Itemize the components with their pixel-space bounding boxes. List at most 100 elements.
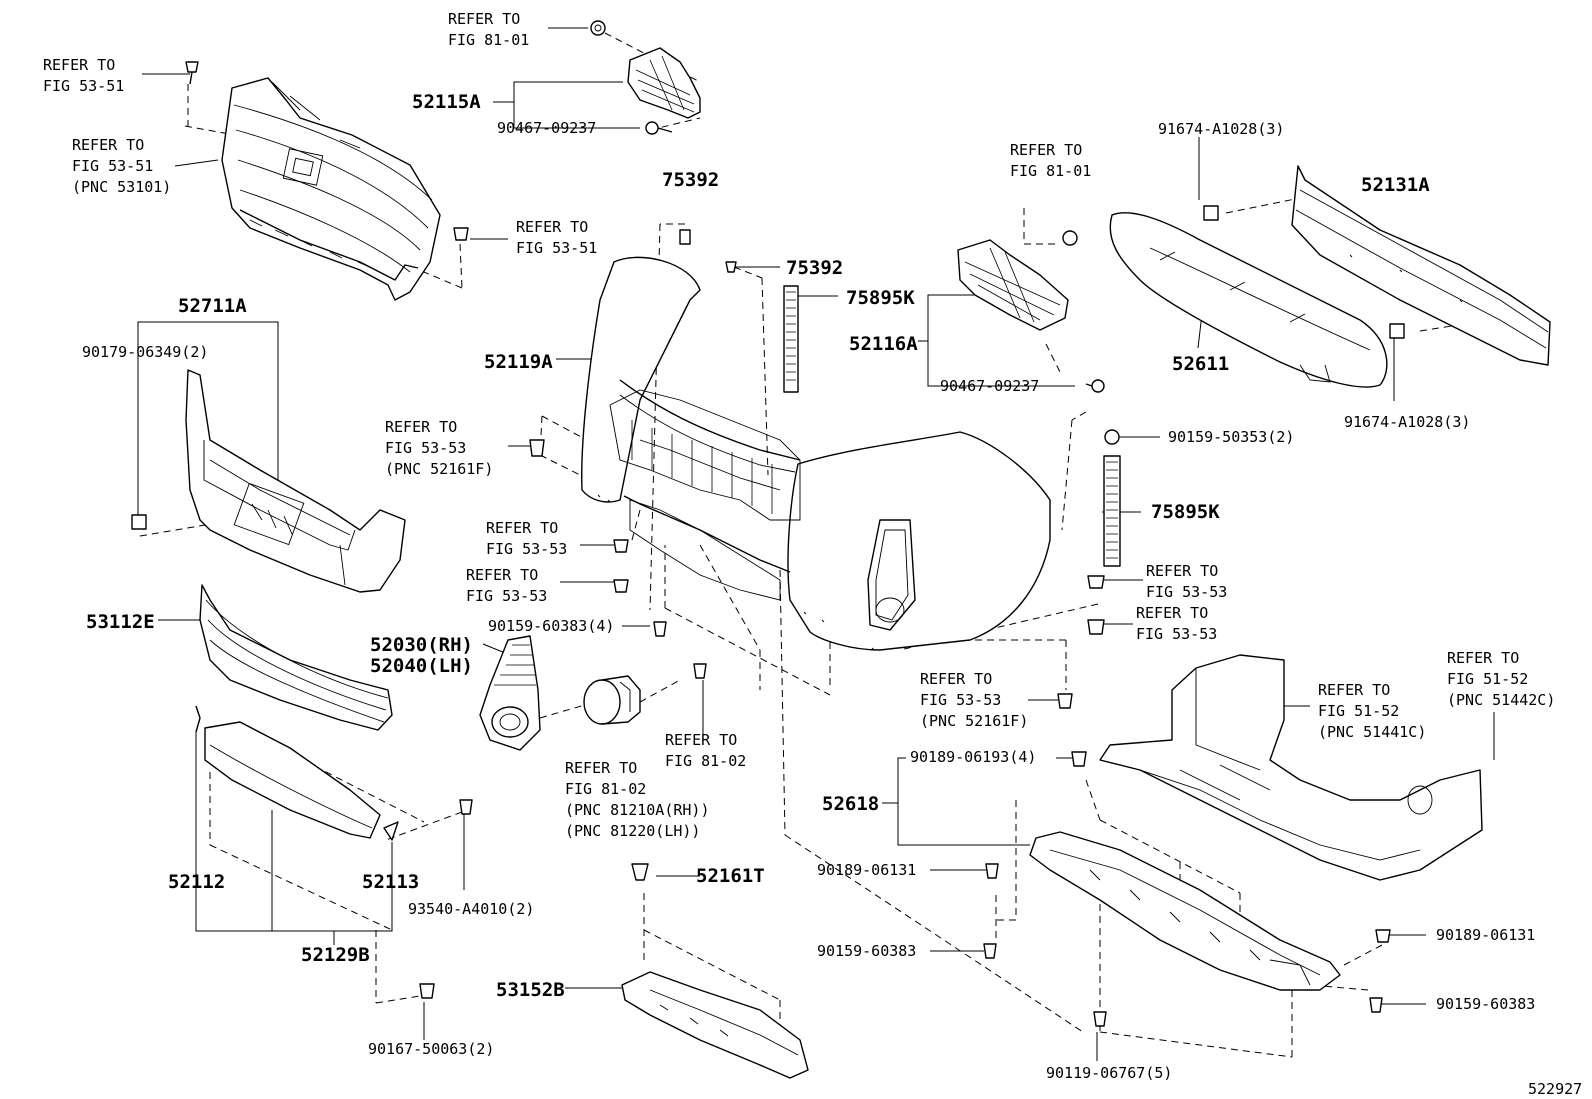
callout-refer-fig-53-53-d: REFER TO FIG 53-53 [1136,604,1217,643]
callout-line: 90159-60383(4) [488,617,614,635]
callout-line: 75392 [662,169,719,191]
callout-line: REFER TO [448,10,520,28]
callout-90159-50353: 90159-50353(2) [1168,428,1294,446]
callout-52030-52040: 52030(RH)52040(LH) [370,634,473,677]
callout-line: 90167-50063(2) [368,1040,494,1058]
callout-line: 90159-60383 [817,942,916,960]
callout-line: 90189-06193(4) [910,748,1036,766]
callout-line: REFER TO [1136,604,1208,622]
callout-90159-60383-right: 90159-60383 [1436,995,1535,1013]
callout-91674-a1028-bottom: 91674-A1028(3) [1344,413,1470,431]
callout-line: 52040(LH) [370,655,473,677]
callout-line: REFER TO [466,566,538,584]
callout-line: (PNC 52161F) [385,460,493,478]
callout-line: FIG 81-02 [565,780,646,798]
callout-52618: 52618 [822,793,879,815]
callout-line: (PNC 81210A(RH)) [565,801,710,819]
callout-90167-50063: 90167-50063(2) [368,1040,494,1058]
callout-52113: 52113 [362,871,419,893]
front-bumper-cover-part [581,256,1051,651]
callout-refer-fig-53-51-top-left: REFER TO FIG 53-51 [43,56,124,95]
lower-grille-part [199,584,393,731]
callout-93540-a4010: 93540-A4010(2) [408,900,534,918]
callout-line: 90119-06767(5) [1046,1064,1172,1082]
callout-52131a: 52131A [1361,174,1430,196]
callout-75392-lower: 75392 [786,257,843,279]
callout-line: FIG 53-53 [1146,583,1227,601]
callout-line: 52618 [822,793,879,815]
callout-line: 90159-60383 [1436,995,1535,1013]
callout-line: 91674-A1028(3) [1158,120,1284,138]
callout-line: FIG 53-53 [466,587,547,605]
callout-line: 52119A [484,351,553,373]
energy-absorber-part [1109,212,1388,388]
callout-line: REFER TO [565,759,637,777]
callout-line: 93540-A4010(2) [408,900,534,918]
callout-line: 90467-09237 [940,377,1039,395]
callout-line: 90189-06131 [817,861,916,879]
callout-line: 90467-09237 [497,119,596,137]
callout-52115a: 52115A [412,91,481,113]
callout-52116a: 52116A [849,333,918,355]
callout-90189-06193: 90189-06193(4) [910,748,1036,766]
callout-line: FIG 81-02 [665,752,746,770]
callout-line: 53112E [86,611,155,633]
lower-molding-part [195,705,399,841]
engine-under-cover-part [1099,654,1483,881]
callout-line: 90189-06131 [1436,926,1535,944]
callout-90179-06349: 90179-06349(2) [82,343,208,361]
fog-lamp-part [583,675,641,725]
callout-52611: 52611 [1172,353,1229,375]
clip-90179 [131,514,147,530]
callout-90159-60383-left: 90159-60383 [817,942,916,960]
diagram-id: 522927 [1528,1080,1582,1098]
callout-line: FIG 51-52 [1318,702,1399,720]
callout-refer-fig-53-53-b: REFER TO FIG 53-53 [466,566,547,605]
callout-line: REFER TO [1318,681,1390,699]
upper-grille-part [221,77,441,301]
callout-line: REFER TO [516,218,588,236]
bracket-52116a-part [957,239,1069,331]
callout-line: FIG 53-53 [1136,625,1217,643]
callout-line: 52115A [412,91,481,113]
callout-line: REFER TO [920,670,992,688]
under-panel-part [621,971,809,1079]
callout-line: 90179-06349(2) [82,343,208,361]
callout-52112: 52112 [168,871,225,893]
callout-52129b: 52129B [301,944,370,966]
callout-line: FIG 53-51 [72,157,153,175]
callout-line: FIG 53-53 [920,691,1001,709]
lower-plate-part [1029,831,1341,991]
callout-53112e: 53112E [86,611,155,633]
callout-75895k-lower: 75895K [1151,501,1220,523]
callout-line: REFER TO [43,56,115,74]
callout-line: (PNC 51442C) [1447,691,1555,709]
callout-line: REFER TO [486,519,558,537]
callout-52711a: 52711A [178,295,247,317]
callout-line: 52113 [362,871,419,893]
callout-line: 75895K [846,287,915,309]
callout-line: 53152B [496,979,565,1001]
callout-line: 52112 [168,871,225,893]
callout-line: 52116A [849,333,918,355]
callout-line: REFER TO [385,418,457,436]
callout-90119-06767: 90119-06767(5) [1046,1064,1172,1082]
callout-90467-09237-lower: 90467-09237 [940,377,1039,395]
callout-line: 90159-50353(2) [1168,428,1294,446]
callout-53152b: 53152B [496,979,565,1001]
callout-line: 52129B [301,944,370,966]
callout-line: REFER TO [1447,649,1519,667]
callout-line: REFER TO [72,136,144,154]
callout-line: 91674-A1028(3) [1344,413,1470,431]
callout-line: 52711A [178,295,247,317]
callout-line: FIG 53-51 [43,77,124,95]
